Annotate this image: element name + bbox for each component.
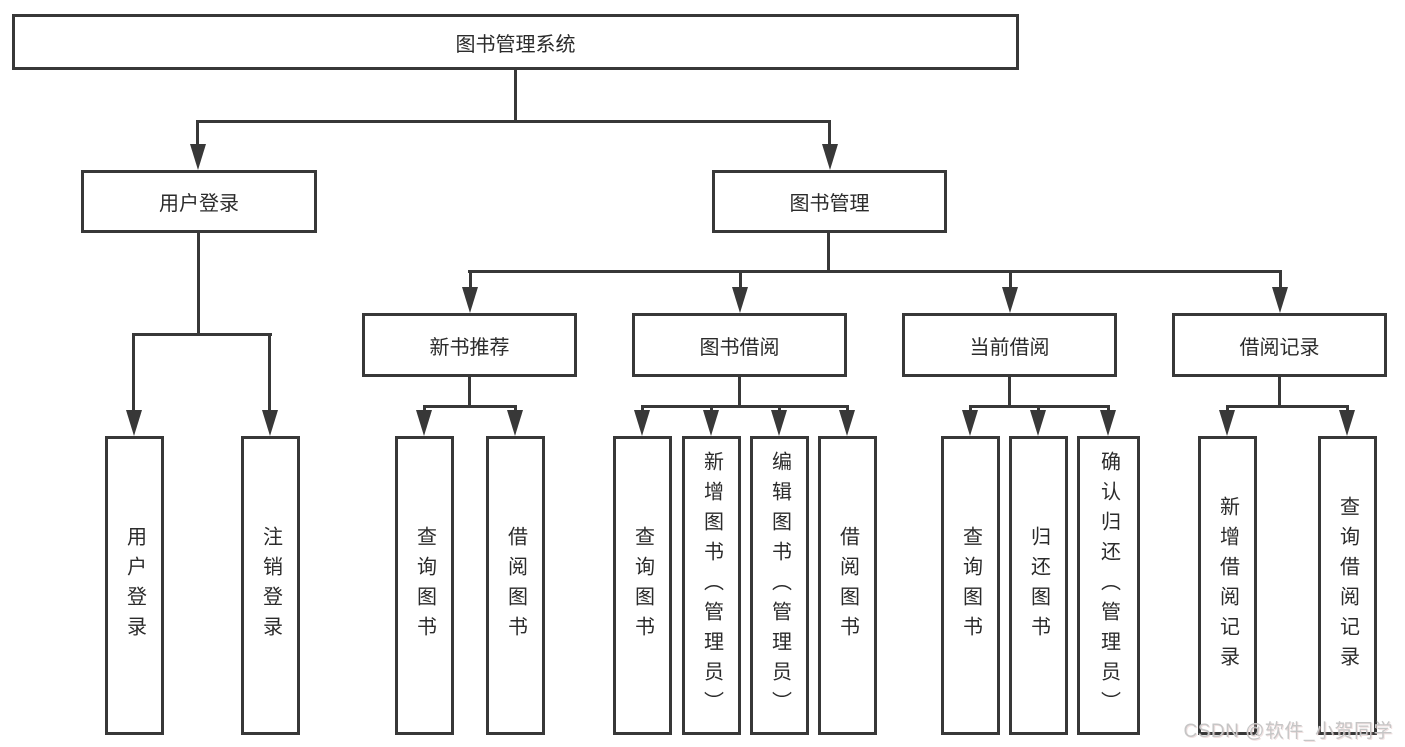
- connector-drop: [1037, 405, 1040, 413]
- arrowhead: [771, 410, 787, 436]
- connector-book-management-stem: [827, 233, 830, 272]
- connector-drop: [710, 405, 713, 413]
- connector-drop: [969, 405, 972, 413]
- leaf-confirm-return-admin: 确认归还（管理员）: [1077, 436, 1140, 735]
- node-book-management: 图书管理: [712, 170, 947, 233]
- arrowhead: [839, 410, 855, 436]
- arrowhead-current-borrow: [1002, 287, 1018, 313]
- connector-drop: [778, 405, 781, 413]
- connector-borrow-records-stem: [1278, 377, 1281, 407]
- connector-book-borrow-branch: [641, 405, 848, 408]
- connector-drop: [846, 405, 849, 413]
- node-user-login: 用户登录: [81, 170, 317, 233]
- arrowhead-leaf-user-login: [126, 410, 142, 436]
- node-library-management-system: 图书管理系统: [12, 14, 1019, 70]
- connector-book-management-branch: [468, 270, 1281, 273]
- arrowhead-leaf-logout: [262, 410, 278, 436]
- connector-drop-book-borrow: [739, 270, 742, 290]
- connector-drop: [1346, 405, 1349, 413]
- arrowhead: [1030, 410, 1046, 436]
- leaf-borrow-books: 借阅图书: [818, 436, 877, 735]
- arrowhead: [634, 410, 650, 436]
- arrowhead-borrow-records: [1272, 287, 1288, 313]
- node-book-borrow: 图书借阅: [632, 313, 847, 377]
- watermark: CSDN @软件_小贺同学: [1183, 721, 1393, 742]
- connector-drop: [1226, 405, 1229, 413]
- leaf-query-borrow-record: 查询借阅记录: [1318, 436, 1377, 735]
- leaf-add-book-admin: 新增图书（管理员）: [682, 436, 741, 735]
- leaf-logout: 注销登录: [241, 436, 300, 735]
- connector-drop: [641, 405, 644, 413]
- connector-drop: [423, 405, 426, 413]
- node-current-borrow: 当前借阅: [902, 313, 1117, 377]
- arrowhead-book-management: [822, 144, 838, 170]
- connector-drop-leaf-user-login: [132, 333, 135, 412]
- node-new-book-recommend: 新书推荐: [362, 313, 577, 377]
- connector-borrow-records-branch: [1226, 405, 1349, 408]
- connector-drop-new-book-recommend: [469, 270, 472, 290]
- connector-drop: [1107, 405, 1110, 413]
- connector-new-book-branch: [423, 405, 517, 408]
- arrowhead-new-book-recommend: [462, 287, 478, 313]
- node-borrow-records: 借阅记录: [1172, 313, 1387, 377]
- leaf-user-login: 用户登录: [105, 436, 164, 735]
- connector-drop-user-login: [196, 120, 199, 146]
- connector-book-borrow-stem: [738, 377, 741, 407]
- leaf-add-borrow-record: 新增借阅记录: [1198, 436, 1257, 735]
- connector-root-stem: [514, 70, 517, 122]
- connector-drop: [514, 405, 517, 413]
- leaf-return-books: 归还图书: [1009, 436, 1068, 735]
- arrowhead-user-login: [190, 144, 206, 170]
- connector-drop-book-management: [828, 120, 831, 146]
- leaf-query-books-current: 查询图书: [941, 436, 1000, 735]
- connector-root-branch: [197, 120, 831, 123]
- leaf-edit-book-admin: 编辑图书（管理员）: [750, 436, 809, 735]
- connector-current-borrow-stem: [1008, 377, 1011, 407]
- connector-drop-current-borrow: [1009, 270, 1012, 290]
- arrowhead: [703, 410, 719, 436]
- connector-user-login-branch: [133, 333, 272, 336]
- connector-user-login-stem: [197, 233, 200, 335]
- arrowhead: [416, 410, 432, 436]
- arrowhead: [507, 410, 523, 436]
- arrowhead-book-borrow: [732, 287, 748, 313]
- connector-drop-borrow-records: [1279, 270, 1282, 290]
- connector-new-book-stem: [468, 377, 471, 407]
- arrowhead: [1100, 410, 1116, 436]
- connector-drop-leaf-logout: [268, 333, 271, 412]
- leaf-query-books-borrow: 查询图书: [613, 436, 672, 735]
- leaf-query-books-recommend: 查询图书: [395, 436, 454, 735]
- arrowhead: [962, 410, 978, 436]
- arrowhead: [1339, 410, 1355, 436]
- leaf-borrow-books-recommend: 借阅图书: [486, 436, 545, 735]
- arrowhead: [1219, 410, 1235, 436]
